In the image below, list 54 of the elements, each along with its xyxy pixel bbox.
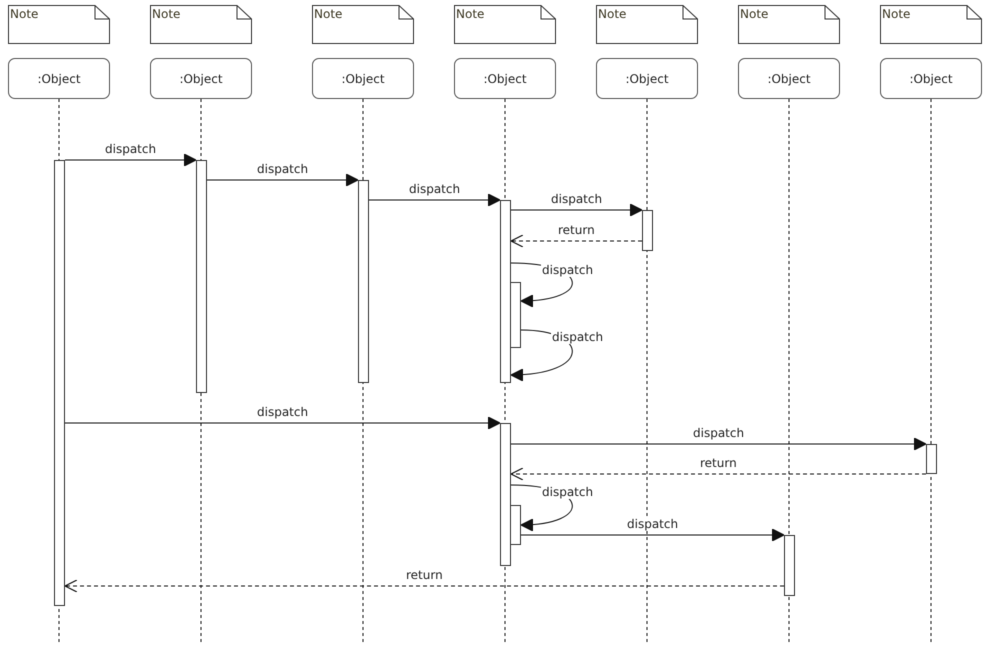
- message-arrow: [64, 416, 501, 430]
- edge-label: dispatch: [541, 486, 594, 499]
- edge-label: dispatch: [550, 193, 604, 206]
- activation-bar: [500, 423, 511, 566]
- edge-label: dispatch: [626, 518, 680, 531]
- note-shape: [8, 5, 110, 44]
- message-arrow: [64, 153, 197, 167]
- activation-bar: [196, 160, 207, 393]
- edge-label: dispatch: [256, 406, 310, 419]
- return-arrow: [64, 579, 784, 593]
- activation-bar: [358, 180, 369, 383]
- lifeline-head: :Object: [880, 58, 982, 99]
- edge-label: dispatch: [551, 331, 604, 344]
- note-label: Note: [152, 7, 180, 21]
- note-label: Note: [456, 7, 484, 21]
- activation-bar: [510, 505, 521, 545]
- activation-bar: [510, 282, 521, 348]
- lifeline-head: :Object: [150, 58, 252, 99]
- lifeline-head: :Object: [738, 58, 840, 99]
- note-label: Note: [314, 7, 342, 21]
- edge-label: return: [557, 224, 596, 237]
- edge-label: dispatch: [256, 163, 310, 176]
- message-arrow: [368, 193, 501, 207]
- return-arrow: [510, 467, 926, 481]
- activation-bar: [642, 210, 653, 251]
- note-shape: [596, 5, 698, 44]
- message-arrow: [510, 437, 927, 451]
- lifeline-head: :Object: [312, 58, 414, 99]
- edge-label: return: [699, 457, 738, 470]
- return-arrow: [510, 234, 642, 248]
- note-shape: [150, 5, 252, 44]
- note-label: Note: [882, 7, 910, 21]
- lifeline-head: :Object: [454, 58, 556, 99]
- note-shape: [454, 5, 556, 44]
- activation-bar: [784, 535, 795, 596]
- note-label: Note: [740, 7, 768, 21]
- note-shape: [312, 5, 414, 44]
- note-label: Note: [10, 7, 38, 21]
- edge-label: dispatch: [541, 264, 594, 277]
- message-arrow: [520, 528, 785, 542]
- activation-bar: [500, 200, 511, 383]
- lifeline-head: :Object: [8, 58, 110, 99]
- note-label: Note: [598, 7, 626, 21]
- note-shape: [738, 5, 840, 44]
- edge-label: dispatch: [692, 427, 746, 440]
- edge-label: return: [405, 569, 444, 582]
- message-arrow: [206, 173, 359, 187]
- edge-label: dispatch: [104, 143, 158, 156]
- edge-label: dispatch: [408, 183, 462, 196]
- note-shape: [880, 5, 982, 44]
- activation-bar: [926, 444, 937, 474]
- lifeline-head: :Object: [596, 58, 698, 99]
- message-arrow: [510, 203, 643, 217]
- activation-bar: [54, 160, 65, 606]
